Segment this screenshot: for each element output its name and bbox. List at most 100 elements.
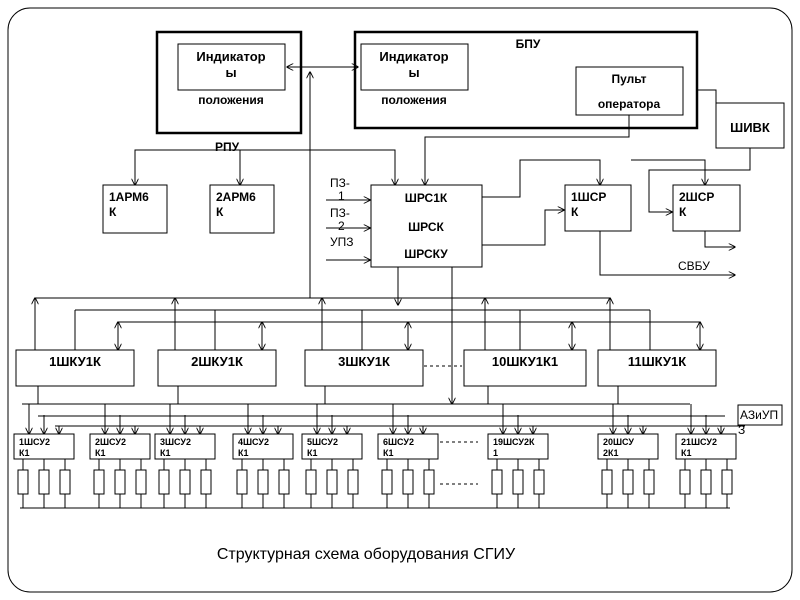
shku-label: 1ШКУ1К <box>49 354 101 369</box>
resistor-icon <box>326 469 338 495</box>
shrs-label-1: ШРС1К <box>405 191 448 205</box>
resistor-icon <box>278 469 290 495</box>
shku-label: 10ШКУ1К1 <box>492 354 558 369</box>
shrs-box <box>370 184 483 268</box>
arm2-label-1: 2АРМ6 <box>216 190 256 204</box>
shsu-label: 20ШСУ <box>603 437 634 447</box>
shsu-label-2: К1 <box>238 448 249 458</box>
bpu-indicator-label-2: ы <box>408 65 419 80</box>
outer-frame <box>7 7 793 593</box>
svbu-label: СВБУ <box>678 259 710 273</box>
resistor-icon <box>59 469 71 495</box>
rpu-indicator-label-1: Индикатор <box>196 49 265 64</box>
shku-row: 1ШКУ1К 2ШКУ1К 3ШКУ1К 10ШКУ1К1 11ШКУ1К <box>15 349 717 387</box>
shku-label: 2ШКУ1К <box>191 354 243 369</box>
arm1-box <box>102 184 168 234</box>
shsu-label: 2ШСУ2 <box>95 437 126 447</box>
distribution-bus <box>35 298 700 350</box>
resistor-icon <box>721 469 733 495</box>
resistor-icon <box>38 469 50 495</box>
shsr1-box <box>564 184 632 232</box>
pz1-label: ПЗ- <box>330 176 350 190</box>
resistor-icon <box>679 469 691 495</box>
resistor-icon <box>179 469 191 495</box>
bpu-position-label: положения <box>381 93 447 107</box>
resistor-icon <box>305 469 317 495</box>
shku-box <box>463 349 587 387</box>
arm1-label-2: К <box>109 205 117 219</box>
rpu-panel: Индикатор ы положения <box>155 30 303 135</box>
bpu-indicator-label-1: Индикатор <box>379 49 448 64</box>
shku-box <box>597 349 717 387</box>
pz1-sub-label: 1 <box>338 189 345 203</box>
resistor-icon <box>601 469 613 495</box>
aziup-label: АЗиУП <box>740 408 778 422</box>
shsu-label-2: К1 <box>383 448 394 458</box>
shsu-label: 19ШСУ2К <box>493 437 535 447</box>
operator-console-label-2: оператора <box>598 97 661 111</box>
resistor-icon <box>158 469 170 495</box>
shsu-box <box>13 433 75 460</box>
shku-box <box>157 349 277 387</box>
shku-label: 11ШКУ1К <box>628 354 686 369</box>
shsu-label-2: К1 <box>95 448 106 458</box>
shsu-label: 5ШСУ2 <box>307 437 338 447</box>
shsr2-label-2: К <box>679 205 687 219</box>
pz2-sub-label: 2 <box>338 219 345 233</box>
shsu-label: 1ШСУ2 <box>19 437 50 447</box>
upz-label: УПЗ <box>330 235 354 249</box>
shsu-label-2: К1 <box>681 448 692 458</box>
resistor-icon <box>381 469 393 495</box>
shsr2-box <box>672 184 741 232</box>
arm1-label-1: 1АРМ6 <box>109 190 149 204</box>
shsu-box <box>89 433 151 460</box>
aziup-label-2: З <box>738 423 745 437</box>
shsu-label: 3ШСУ2 <box>160 437 191 447</box>
lower-bus <box>22 386 745 427</box>
resistor-icon <box>17 469 29 495</box>
shrs-label-3: ШРСКУ <box>404 247 448 261</box>
aziup-box <box>737 404 783 426</box>
resistor-icon <box>533 469 545 495</box>
shsu-label: 4ШСУ2 <box>238 437 269 447</box>
resistor-icon <box>491 469 503 495</box>
shrs-label-2: ШРСК <box>408 220 444 234</box>
rpu-indicator-label-2: ы <box>225 65 236 80</box>
resistor-icon <box>257 469 269 495</box>
shsu-label-2: К1 <box>19 448 30 458</box>
resistor-icon <box>135 469 147 495</box>
shivk-label: ШИВК <box>730 120 770 135</box>
bpu-label: БПУ <box>516 37 541 51</box>
resistor-icon <box>200 469 212 495</box>
shsu-label-2: К1 <box>160 448 171 458</box>
shku-box <box>304 349 424 387</box>
resistor-icon <box>114 469 126 495</box>
shku-label: 3ШКУ1К <box>338 354 390 369</box>
resistor-icon <box>347 469 359 495</box>
diagram-caption: Структурная схема оборудования СГИУ <box>217 546 516 563</box>
upper-connections <box>135 72 751 404</box>
arm2-label-2: К <box>216 205 224 219</box>
shivk-box <box>715 102 785 149</box>
resistor-icon <box>700 469 712 495</box>
shsu-label-2: 1 <box>493 448 498 458</box>
operator-console-label-1: Пульт <box>612 72 647 86</box>
shsu-label: 21ШСУ2 <box>681 437 717 447</box>
resistor-icon <box>236 469 248 495</box>
resistor-icon <box>643 469 655 495</box>
shsu-box <box>597 433 659 460</box>
rpu-label: РПУ <box>215 140 240 154</box>
shsu-row: 1ШСУ2К12ШСУ2К13ШСУ2К14ШСУ2К15ШСУ2К16ШСУ2… <box>13 404 737 508</box>
shsu-label-2: К1 <box>307 448 318 458</box>
shku-box <box>15 349 135 387</box>
shsu-box <box>487 433 549 460</box>
resistor-icon <box>402 469 414 495</box>
shsu-label: 6ШСУ2 <box>383 437 414 447</box>
rpu-indicator-box <box>177 43 286 91</box>
bpu-panel: БПУ Индикатор ы положения Пульт оператор… <box>353 30 699 130</box>
resistor-icon <box>423 469 435 495</box>
resistor-icon <box>93 469 105 495</box>
pz2-label: ПЗ- <box>330 206 350 220</box>
shsr1-label-1: 1ШСР <box>571 190 606 204</box>
